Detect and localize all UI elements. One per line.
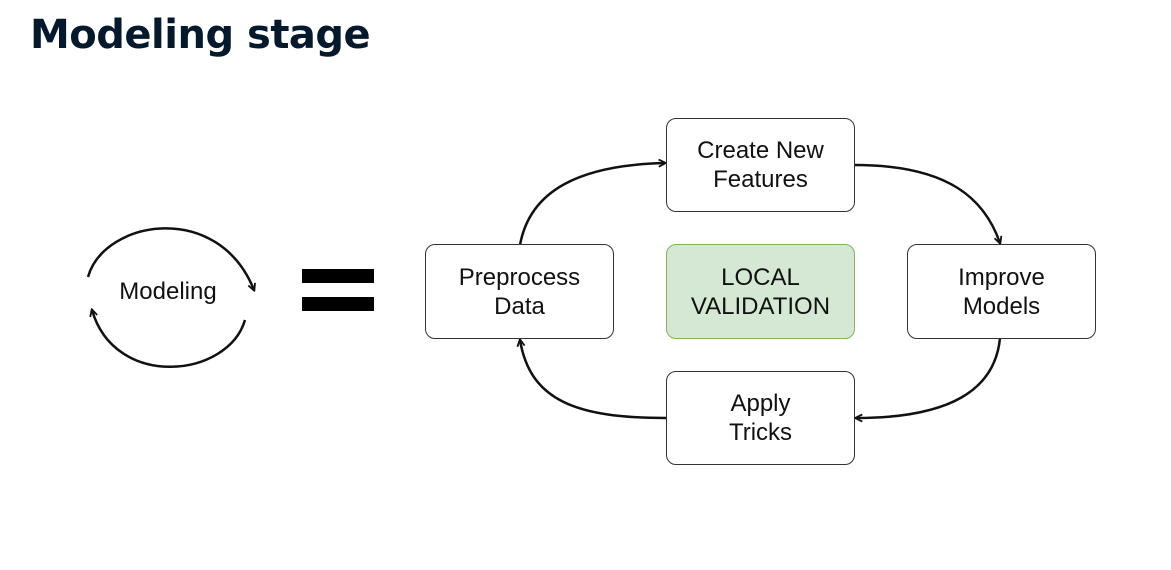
local-validation-line1: LOCAL — [721, 263, 800, 291]
improve-models-line1: Improve — [958, 263, 1045, 291]
improve-models-line2: Models — [962, 292, 1041, 320]
preprocess-data-line1: Preprocess — [458, 263, 581, 291]
cycle-arc-top — [86, 227, 254, 290]
create-new-features-box: Create New Features — [666, 118, 855, 212]
apply-tricks-line1: Apply — [730, 390, 791, 417]
arrow-create-to-improve — [854, 163, 1000, 243]
modeling-label: Modeling — [119, 278, 217, 305]
preprocess-data-line2: Data — [494, 292, 545, 320]
cycle-arc-bottom — [92, 310, 247, 368]
create-new-features-line1: Create New — [697, 137, 824, 164]
arrow-tricks-to-preprocess — [520, 340, 667, 420]
preprocess-data-box: Preprocess Data — [425, 244, 614, 339]
local-validation-box: LOCAL VALIDATION — [666, 244, 855, 339]
improve-models-box: Improve Models — [907, 244, 1096, 339]
equals-bar-top — [302, 269, 374, 283]
process-cycle-arrows — [520, 163, 1000, 418]
arrow-improve-to-tricks — [856, 337, 1002, 418]
modeling-cycle-icon — [86, 227, 254, 368]
apply-tricks-line2: Tricks — [728, 419, 793, 446]
create-new-features-line2: Features — [713, 166, 808, 193]
arrow-preprocess-to-create — [518, 163, 665, 246]
equals-bar-bottom — [302, 297, 374, 311]
slide-title: Modeling stage — [30, 12, 371, 58]
apply-tricks-box: Apply Tricks — [666, 371, 855, 465]
local-validation-line2: VALIDATION — [690, 292, 831, 320]
